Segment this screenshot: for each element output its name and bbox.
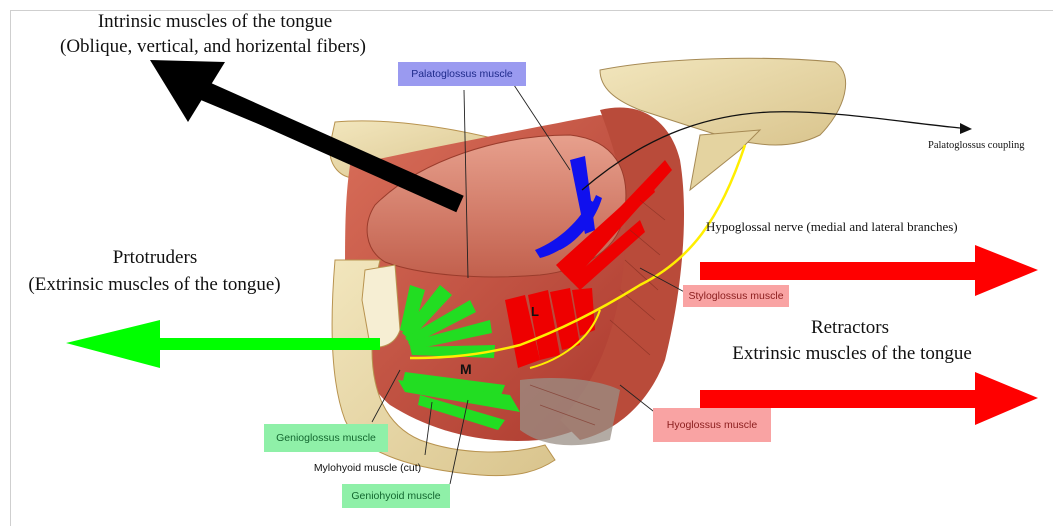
intrinsic-title-line1: Intrinsic muscles of the tongue	[85, 10, 345, 33]
hypoglossal-nerve-label: Hypoglossal nerve (medial and lateral br…	[706, 219, 1011, 235]
retractors-title-line1: Retractors	[800, 316, 900, 339]
styloglossus-label: Styloglossus muscle	[683, 285, 789, 307]
retractors-title-line2: Extrinsic muscles of the tongue	[718, 342, 986, 365]
geniohyoid-label: Geniohyoid muscle	[342, 484, 450, 508]
styloid-process	[690, 130, 760, 190]
protruders-title-line2: (Extrinsic muscles of the tongue)	[12, 273, 297, 296]
intrinsic-title-line2: (Oblique, vertical, and horizental fiber…	[38, 35, 388, 58]
hyoid-area	[520, 378, 620, 445]
protruders-title-line1: Prtotruders	[100, 246, 210, 269]
marker-M: M	[460, 361, 472, 377]
palatoglossus-coupling-label: Palatoglossus coupling	[928, 140, 1053, 151]
incisor-tooth	[362, 265, 400, 347]
palatoglossus-label: Palatoglossus muscle	[398, 62, 526, 86]
hyoglossus-label: Hyoglossus muscle	[653, 408, 771, 442]
genioglossus-label: Genioglossus muscle	[264, 424, 388, 452]
mylohyoid-label: Mylohyoid muscle (cut)	[310, 462, 425, 474]
marker-L: L	[531, 304, 539, 319]
palatoglossus-coupling-arrowhead	[960, 123, 972, 134]
